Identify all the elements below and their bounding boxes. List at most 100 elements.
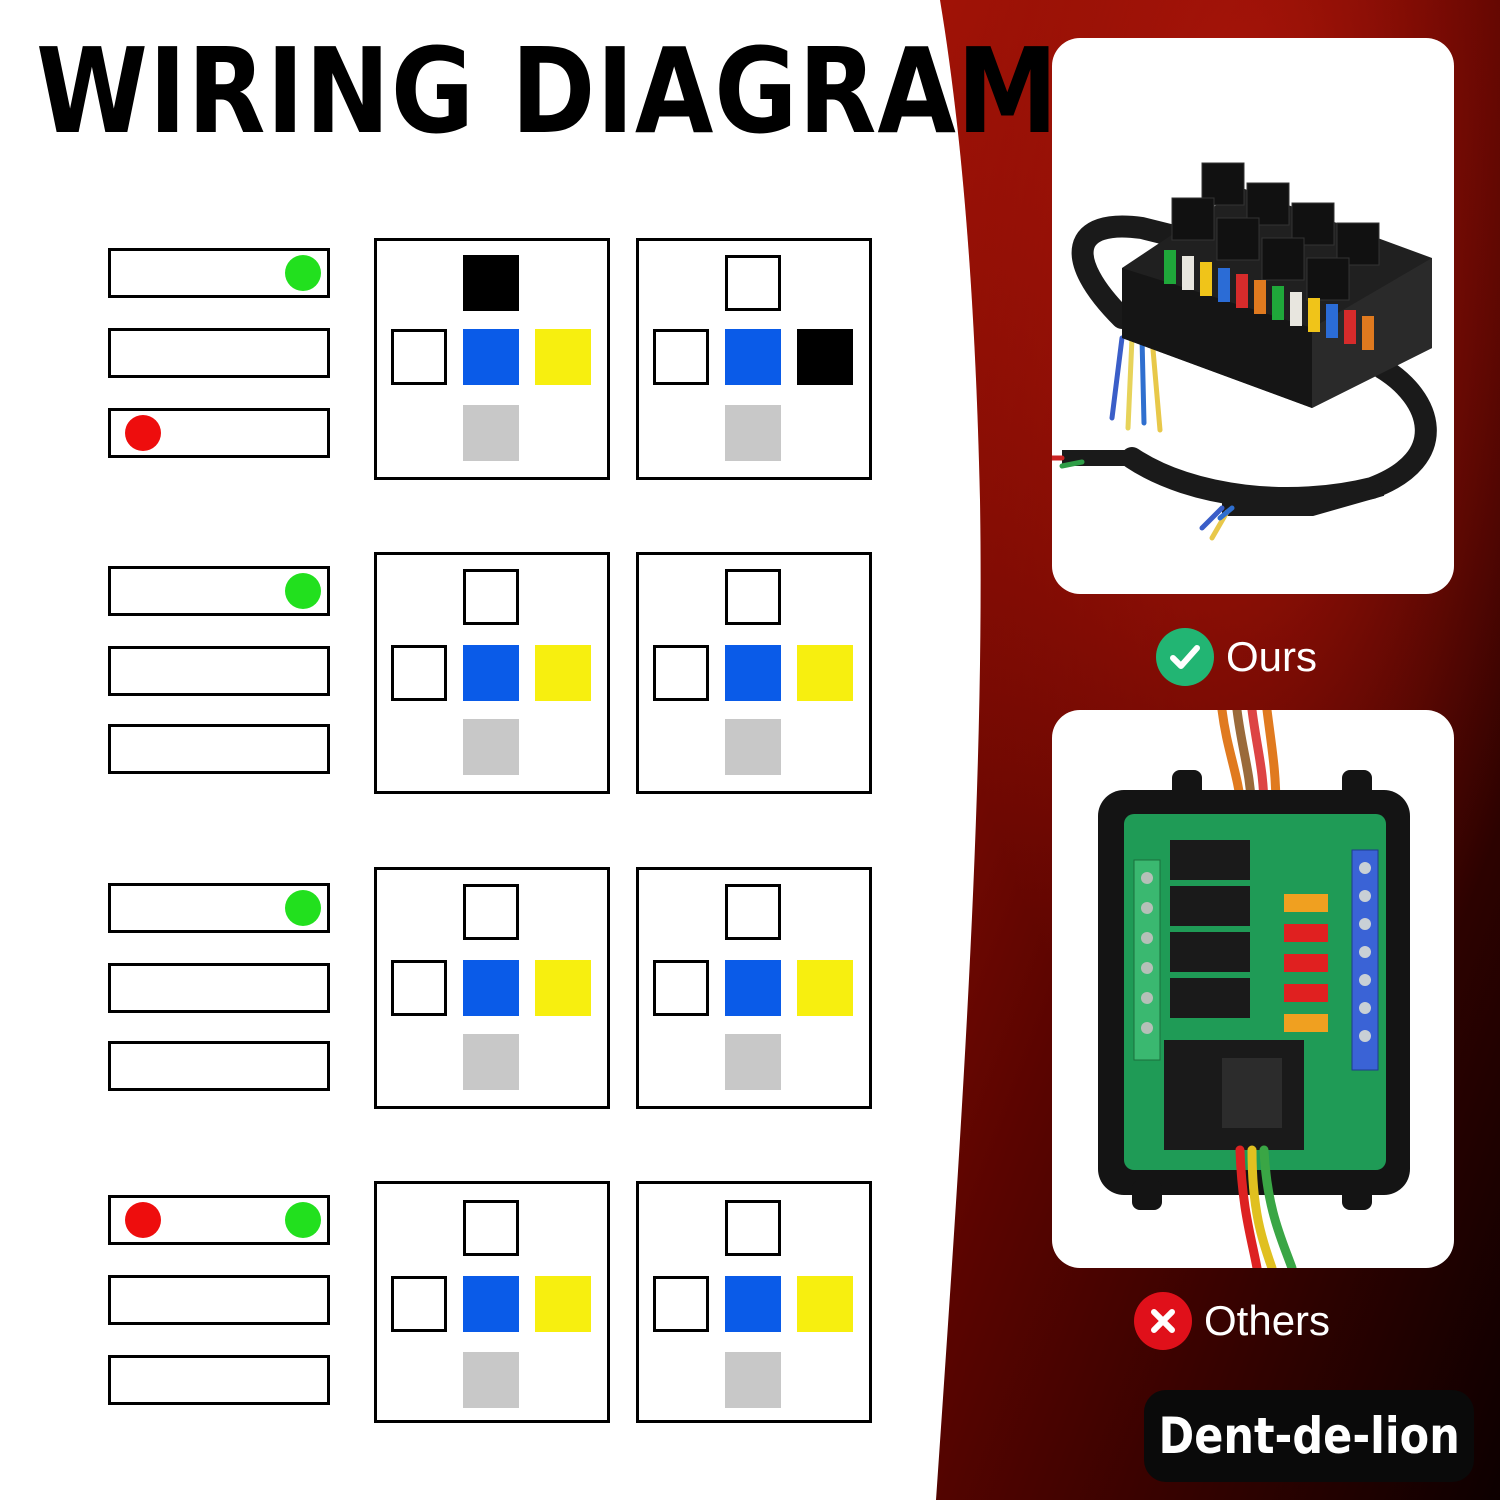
- switch-bar-1: [108, 883, 330, 933]
- wiring-group-2: [0, 552, 900, 802]
- pin-center: [725, 1276, 781, 1332]
- pin-right: [797, 329, 853, 385]
- pin-left: [391, 645, 447, 701]
- fuse: [1284, 954, 1328, 972]
- switch-bar-1: [108, 1195, 330, 1245]
- ours-label: Ours: [1226, 633, 1318, 680]
- pin-left: [653, 329, 709, 385]
- fuse: [1182, 256, 1194, 290]
- switch-bar-2: [108, 963, 330, 1013]
- fuse: [1284, 984, 1328, 1002]
- others-product-photo: [1052, 710, 1454, 1268]
- x-icon: [1134, 1292, 1192, 1350]
- fuse: [1362, 316, 1374, 350]
- pin-right: [535, 960, 591, 1016]
- switch-bar-3: [108, 1041, 330, 1091]
- brand-badge: Dent-de-lion: [1144, 1390, 1474, 1482]
- connector-box-left: [374, 867, 610, 1109]
- pin-top: [725, 255, 781, 311]
- pin-bottom: [725, 1034, 781, 1090]
- pin-top: [725, 884, 781, 940]
- connector-box-left: [374, 552, 610, 794]
- others-verdict: Others: [1134, 1292, 1330, 1350]
- connector-box-right: [636, 238, 872, 480]
- switch-bar-2: [108, 646, 330, 696]
- green-indicator-dot: [285, 255, 321, 291]
- connector-box-left: [374, 238, 610, 480]
- fuse: [1254, 280, 1266, 314]
- relay-fuse-box-illustration: [1052, 162, 1437, 541]
- fuse-row: [1164, 250, 1374, 350]
- pin-bottom: [463, 1352, 519, 1408]
- pin-center: [463, 1276, 519, 1332]
- pin-center: [463, 960, 519, 1016]
- pin-right: [797, 960, 853, 1016]
- fuse: [1284, 1014, 1328, 1032]
- pin-bottom: [725, 1352, 781, 1408]
- wiring-group-3: [0, 867, 900, 1117]
- fuse: [1284, 924, 1328, 942]
- pin-bottom: [463, 405, 519, 461]
- pin-left: [653, 645, 709, 701]
- switch-bar-1: [108, 566, 330, 616]
- connector-box-right: [636, 1181, 872, 1423]
- pin-right: [535, 329, 591, 385]
- pin-center: [725, 645, 781, 701]
- pin-right: [535, 1276, 591, 1332]
- switch-bar-2: [108, 328, 330, 378]
- red-indicator-dot: [125, 1202, 161, 1238]
- pin-bottom: [725, 405, 781, 461]
- pin-bottom: [463, 719, 519, 775]
- fuse-column: [1284, 894, 1328, 1032]
- pin-top: [463, 1200, 519, 1256]
- pin-center: [463, 645, 519, 701]
- fuse: [1218, 268, 1230, 302]
- pin-center: [725, 329, 781, 385]
- fuse: [1326, 304, 1338, 338]
- switch-bar-3: [108, 408, 330, 458]
- connector-box-left: [374, 1181, 610, 1423]
- pin-top: [463, 569, 519, 625]
- wiring-group-4: [0, 1181, 900, 1431]
- check-icon: [1156, 628, 1214, 686]
- page-title: WIRING DIAGRAM: [36, 22, 1059, 160]
- wiring-group-1: [0, 238, 900, 488]
- switch-bar-1: [108, 248, 330, 298]
- green-indicator-dot: [285, 1202, 321, 1238]
- pin-top: [463, 884, 519, 940]
- fuse: [1164, 250, 1176, 284]
- pin-right: [797, 1276, 853, 1332]
- pin-top: [463, 255, 519, 311]
- pin-left: [653, 960, 709, 1016]
- fuse: [1290, 292, 1302, 326]
- pin-top: [725, 1200, 781, 1256]
- pin-left: [391, 1276, 447, 1332]
- fuse: [1344, 310, 1356, 344]
- fuse: [1308, 298, 1320, 332]
- pin-top: [725, 569, 781, 625]
- pin-left: [391, 960, 447, 1016]
- pin-right: [797, 645, 853, 701]
- fuse: [1284, 894, 1328, 912]
- ours-product-photo: [1052, 38, 1454, 594]
- fuse: [1200, 262, 1212, 296]
- pin-bottom: [463, 1034, 519, 1090]
- ours-verdict: Ours: [1156, 628, 1317, 686]
- switch-bar-3: [108, 1355, 330, 1405]
- fuse: [1272, 286, 1284, 320]
- pin-center: [463, 329, 519, 385]
- pin-left: [391, 329, 447, 385]
- connector-box-right: [636, 867, 872, 1109]
- pin-right: [535, 645, 591, 701]
- connector-box-right: [636, 552, 872, 794]
- green-indicator-dot: [285, 890, 321, 926]
- others-label: Others: [1204, 1297, 1331, 1344]
- switch-bar-3: [108, 724, 330, 774]
- pin-left: [653, 1276, 709, 1332]
- pin-bottom: [725, 719, 781, 775]
- pcb-module-illustration: [1098, 710, 1410, 1268]
- brand-name: Dent-de-lion: [1158, 1407, 1460, 1465]
- red-indicator-dot: [125, 415, 161, 451]
- pin-center: [725, 960, 781, 1016]
- green-indicator-dot: [285, 573, 321, 609]
